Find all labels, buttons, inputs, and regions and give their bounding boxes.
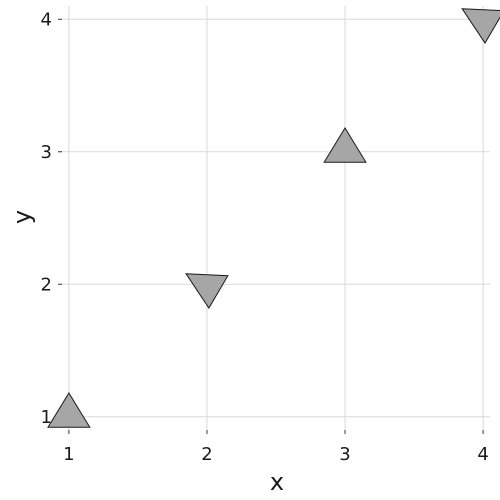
y-tick-label: 3 [41, 142, 52, 163]
y-tick-label: 1 [41, 407, 52, 428]
x-tick-label: 3 [339, 444, 350, 465]
y-axis-label: y [8, 210, 36, 224]
triangle-up-point [47, 392, 91, 428]
x-tick-label: 1 [63, 444, 74, 465]
y-tick-label: 4 [41, 9, 52, 30]
x-axis-label: x [270, 468, 284, 496]
x-tick-label: 2 [201, 444, 212, 465]
tick-marks [58, 18, 484, 434]
data-points [47, 8, 500, 428]
y-tick-labels: 1 2 3 4 [41, 9, 52, 428]
x-tick-label: 4 [477, 444, 488, 465]
grid [62, 6, 490, 430]
triangle-down-point [185, 273, 229, 309]
y-tick-label: 2 [41, 274, 52, 295]
triangle-down-point [461, 8, 500, 44]
x-tick-labels: 1 2 3 4 [63, 444, 489, 465]
triangle-up-point [323, 127, 367, 163]
